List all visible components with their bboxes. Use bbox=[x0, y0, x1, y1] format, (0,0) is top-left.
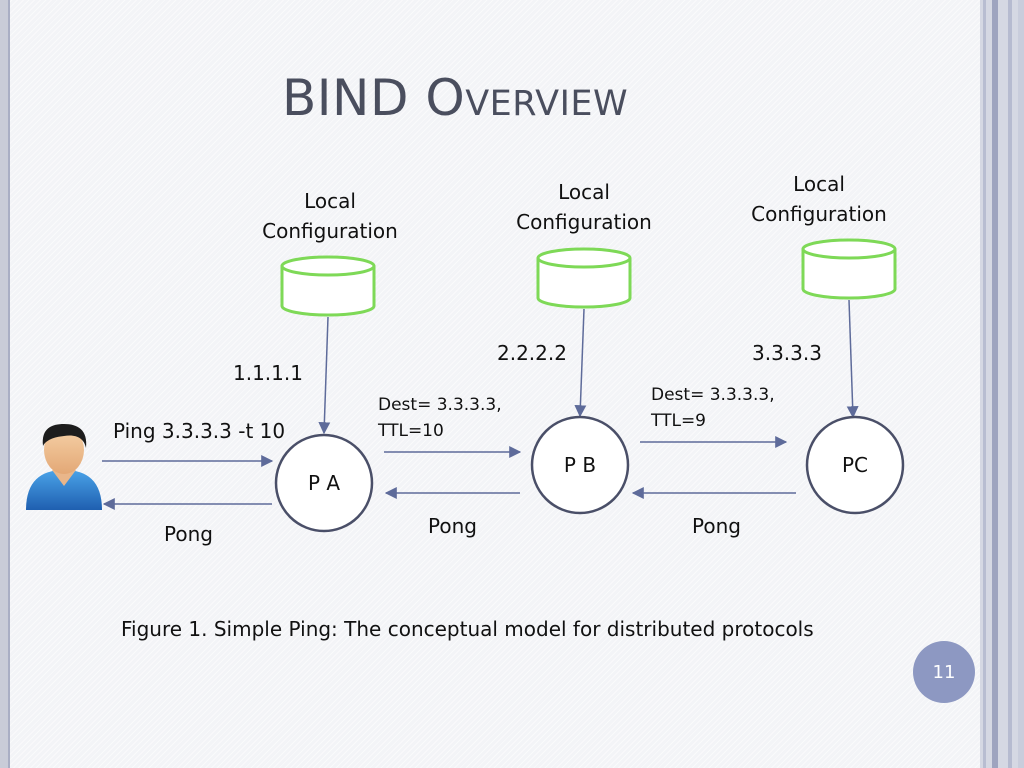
bc-message-label: Dest= 3.3.3.3, TTL=9 bbox=[651, 385, 775, 431]
pong-user-label: Pong bbox=[164, 522, 213, 546]
node-c-label: PC bbox=[841, 453, 869, 477]
address-a: 1.1.1.1 bbox=[233, 361, 303, 385]
node-c-circle bbox=[805, 415, 905, 515]
user-avatar-icon bbox=[26, 424, 102, 510]
ping-command-label: Ping 3.3.3.3 -t 10 bbox=[113, 419, 286, 443]
node-b-circle bbox=[530, 415, 630, 515]
right-border bbox=[980, 0, 1024, 768]
node-b-label: P B bbox=[563, 453, 597, 477]
node-a-circle bbox=[274, 433, 374, 533]
config-c-cylinder bbox=[801, 238, 897, 300]
node-a-label: P A bbox=[307, 471, 341, 495]
border-stripe bbox=[983, 0, 986, 768]
address-b: 2.2.2.2 bbox=[497, 341, 567, 365]
address-c: 3.3.3.3 bbox=[752, 341, 822, 365]
config-c-label: Local Configuration bbox=[751, 172, 887, 226]
figure-caption: Figure 1. Simple Ping: The conceptual mo… bbox=[121, 617, 814, 641]
page-number-badge: 11 bbox=[913, 641, 975, 703]
config-a-label: Local Configuration bbox=[262, 189, 398, 243]
config-b-arrow bbox=[574, 308, 587, 418]
page-number: 11 bbox=[932, 661, 956, 683]
config-b-cylinder bbox=[536, 247, 632, 309]
config-a-cylinder bbox=[280, 255, 376, 317]
border-stripe bbox=[1018, 0, 1024, 768]
config-a-arrow bbox=[318, 316, 331, 435]
config-b-label: Local Configuration bbox=[516, 180, 652, 234]
ab-message-label: Dest= 3.3.3.3, TTL=10 bbox=[378, 395, 502, 441]
slide-title: BIND Overview bbox=[282, 69, 629, 127]
pong-ab-label: Pong bbox=[428, 514, 477, 538]
pong-bc-label: Pong bbox=[692, 514, 741, 538]
border-stripe bbox=[1008, 0, 1012, 768]
border-stripe bbox=[992, 0, 998, 768]
config-c-arrow bbox=[846, 299, 859, 419]
left-border bbox=[0, 0, 10, 768]
